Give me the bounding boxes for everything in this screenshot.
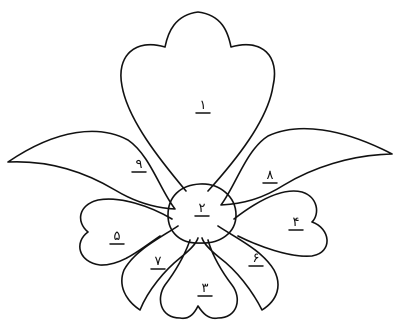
label-left-leaf: ۹ bbox=[132, 157, 146, 172]
label-text: ۸ bbox=[267, 168, 274, 183]
top-petal-outline bbox=[121, 12, 275, 191]
label-lower-left-petal: ۷ bbox=[151, 254, 165, 269]
label-text: ۳ bbox=[202, 281, 209, 296]
label-left-small-petal: ۵ bbox=[110, 229, 124, 244]
label-center: ۲ bbox=[195, 201, 209, 216]
label-text: ۹ bbox=[136, 157, 143, 172]
label-lower-right-petal: ۶ bbox=[249, 251, 263, 266]
label-bottom-petal: ۳ bbox=[198, 281, 212, 296]
label-text: ۷ bbox=[155, 254, 162, 269]
label-text: ۱ bbox=[200, 98, 207, 113]
left-leaf-outline bbox=[8, 131, 175, 209]
label-top-petal: ۱ bbox=[196, 98, 210, 113]
label-right-leaf: ۸ bbox=[263, 168, 277, 183]
lower-right-petal-outline bbox=[202, 226, 278, 310]
label-text: ۴ bbox=[293, 215, 300, 230]
label-text: ۶ bbox=[253, 251, 260, 266]
label-text: ۵ bbox=[114, 229, 121, 244]
label-right-small-petal: ۴ bbox=[289, 215, 303, 230]
label-text: ۲ bbox=[199, 201, 206, 216]
bottom-petal-outline bbox=[160, 240, 237, 318]
